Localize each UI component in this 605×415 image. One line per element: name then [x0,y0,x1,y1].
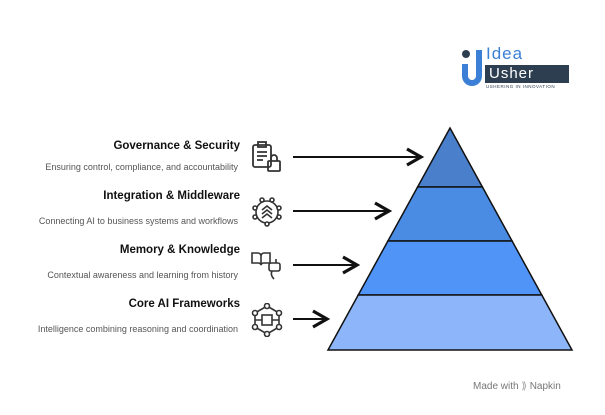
layer-title-governance: Governance & Security [113,140,240,152]
book-chat-icon [251,252,281,280]
network-chevrons-icon [252,197,282,227]
pyramid-tier-2 [356,240,544,296]
logo-line1: Idea [486,44,524,63]
footer-text: Made with [473,381,519,392]
layer-desc-core: Intelligence combining reasoning and coo… [37,324,238,334]
pyramid-tier-1 [386,186,514,242]
layer-title-core: Core AI Frameworks [128,298,240,310]
clipboard-lock-icon [252,141,281,172]
layer-desc-memory: Contextual awareness and learning from h… [47,270,238,280]
layer-title-integration: Integration & Middleware [103,190,240,202]
layer-title-memory: Memory & Knowledge [119,244,240,256]
hub-network-icon [251,303,283,337]
napkin-icon: ⟫ [521,381,527,392]
logo-tagline: USHERING IN INNOVATION [486,84,556,89]
logo-line2: Usher [485,65,569,83]
footer-brand: Napkin [529,381,561,392]
pyramid-tier-0 [416,126,484,188]
pyramid-tier-3 [326,294,574,351]
made-with-napkin: Made with ⟫ Napkin [473,381,561,392]
logo: Idea Usher USHERING IN INNOVATION [456,44,571,91]
layer-desc-integration: Connecting AI to business systems and wo… [38,216,238,226]
layer-desc-governance: Ensuring control, compliance, and accoun… [45,162,238,172]
